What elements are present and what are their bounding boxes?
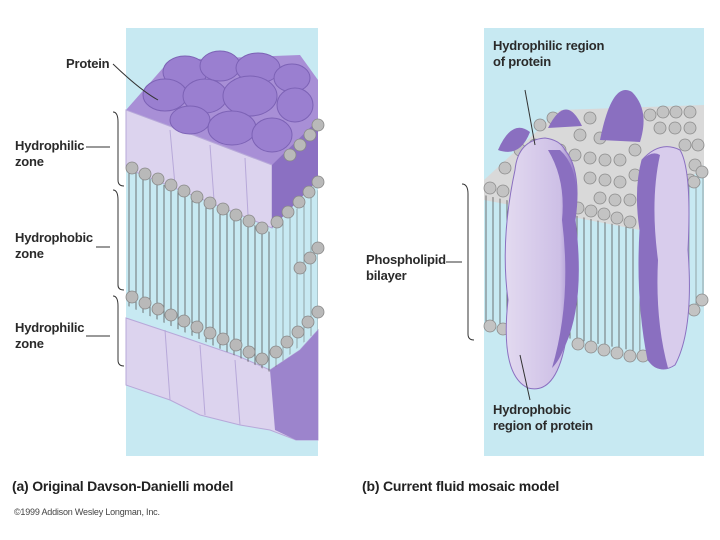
lipid-heads-middle <box>125 241 325 366</box>
phospholipid-bilayer-label: Phospholipid bilayer <box>366 252 446 283</box>
lipid-heads-surface <box>498 105 705 207</box>
lipid-heads-front-top <box>483 165 709 229</box>
integral-protein-large-shadow <box>548 150 579 368</box>
hydrophilic-zone-top-label: Hydrophilic zone <box>15 138 85 169</box>
copyright-notice: ©1999 Addison Wesley Longman, Inc. <box>14 507 160 517</box>
caption-a: (a) Original Davson-Danielli model <box>12 478 234 494</box>
surface-protein-2 <box>600 90 644 142</box>
protein-globules <box>142 50 314 153</box>
hydrophilic-region-label: Hydrophilic region of protein <box>493 38 605 69</box>
surface-protein-1 <box>548 109 582 128</box>
protein-label: Protein <box>66 56 110 71</box>
caption-b: (b) Current fluid mosaic model <box>362 478 560 494</box>
protein-layer-bottom-side <box>270 330 318 440</box>
surface-protein-3 <box>498 127 530 152</box>
hydrophobic-region-label: Hydrophobic region of protein <box>493 402 593 433</box>
hydrophobic-zone-label: Hydrophobic zone <box>15 230 93 261</box>
hydrophilic-zone-bottom-label: Hydrophilic zone <box>15 320 85 351</box>
fluid-mosaic-model <box>483 90 709 390</box>
protein-layer-top-side <box>272 120 318 228</box>
leader-lines <box>86 63 536 401</box>
davson-danielli-model <box>125 50 325 441</box>
lipid-heads-top <box>125 118 325 235</box>
integral-protein-right-shadow <box>637 153 668 369</box>
